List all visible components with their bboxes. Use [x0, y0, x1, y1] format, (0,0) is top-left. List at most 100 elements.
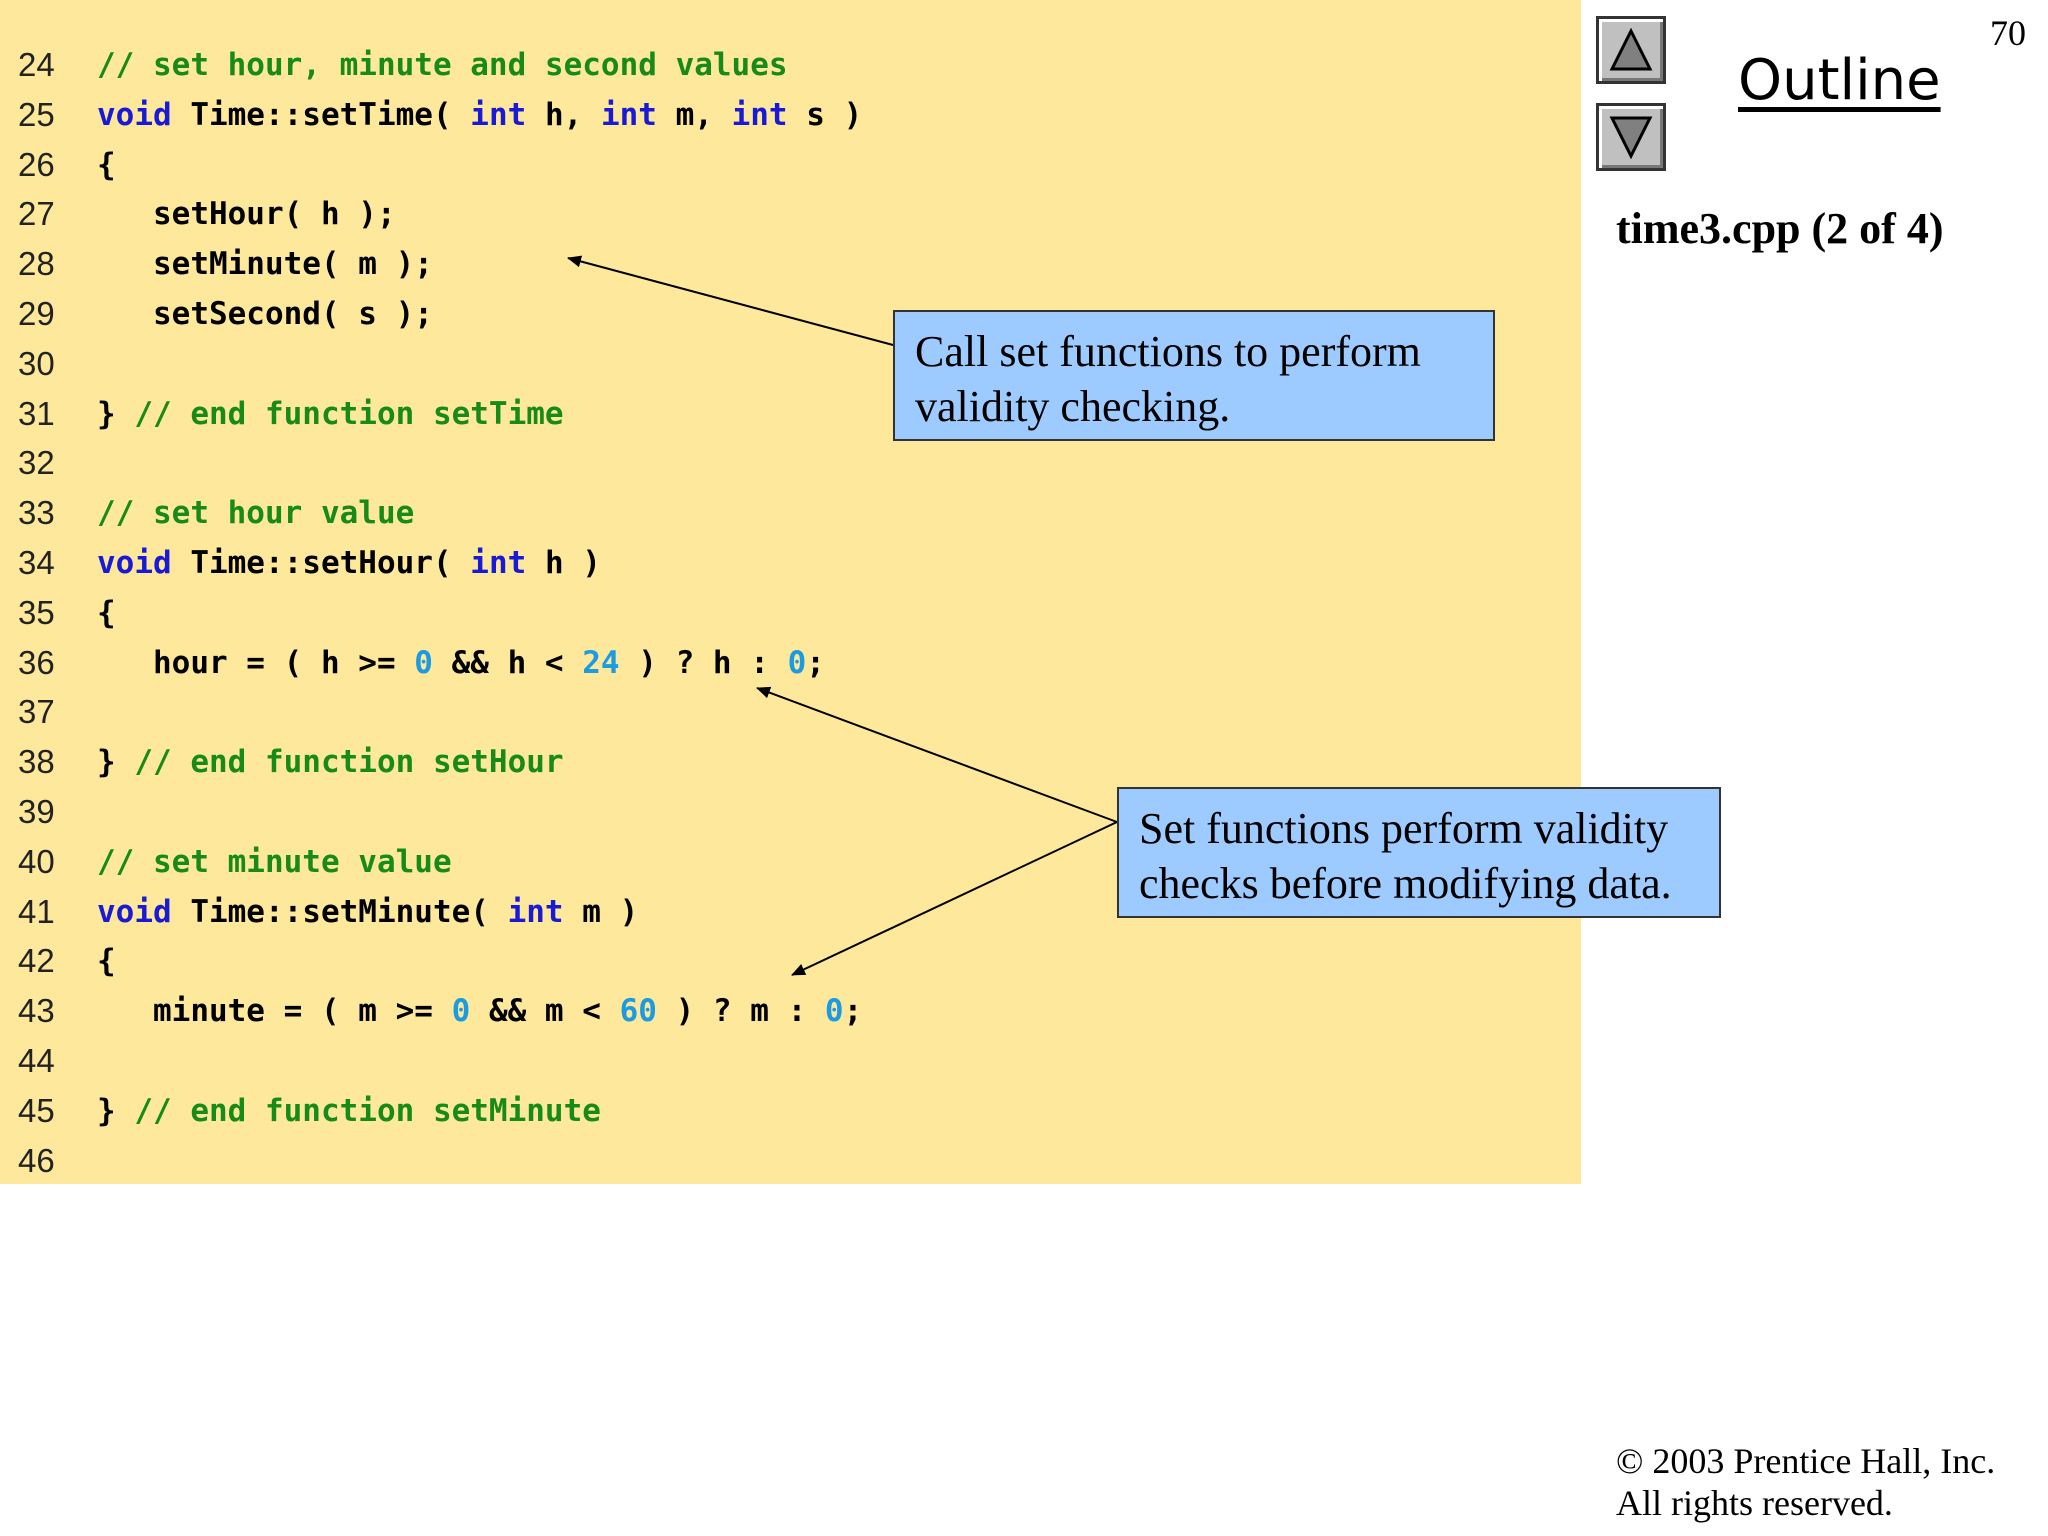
line-number: 27	[18, 195, 55, 233]
code-text: setMinute( m );	[97, 246, 433, 282]
code-line: 30	[0, 339, 1581, 389]
code-token: ;	[806, 644, 825, 681]
next-slide-button[interactable]	[1596, 103, 1666, 171]
line-number: 36	[18, 643, 55, 681]
code-text: } // end function setMinute	[97, 1093, 601, 1129]
code-text: {	[97, 943, 116, 979]
code-line: 37	[0, 687, 1581, 737]
line-number: 43	[18, 992, 55, 1030]
code-text: // set hour value	[97, 495, 414, 531]
code-line: 44	[0, 1036, 1581, 1086]
code-line: 38} // end function setHour	[0, 737, 1581, 787]
code-line: 39	[0, 787, 1581, 837]
line-number: 38	[18, 743, 55, 781]
code-number: 0	[451, 993, 471, 1030]
code-token: hour = ( h >=	[97, 644, 415, 681]
code-text: void Time::setTime( int h, int m, int s …	[97, 97, 862, 133]
line-number: 26	[18, 145, 55, 183]
line-number: 28	[18, 245, 55, 283]
code-keyword: void	[97, 96, 172, 133]
code-line: 28 setMinute( m );	[0, 239, 1581, 289]
code-keyword: int	[470, 96, 527, 133]
code-comment: // set hour value	[97, 495, 415, 532]
page-number: 70	[1990, 13, 2026, 53]
code-line: 35{	[0, 588, 1581, 638]
code-keyword: int	[507, 893, 564, 930]
code-keyword: void	[97, 545, 172, 581]
code-line: 32	[0, 438, 1581, 488]
code-keyword: int	[470, 545, 527, 581]
code-text: setHour( h );	[97, 196, 396, 232]
line-number: 34	[18, 544, 55, 581]
code-keyword: void	[97, 893, 172, 930]
line-number: 37	[18, 693, 55, 731]
line-number: 24	[18, 46, 55, 83]
code-comment: // end function setHour	[134, 744, 564, 781]
code-token: {	[97, 943, 116, 980]
code-token: m,	[656, 96, 732, 133]
code-line: 24// set hour, minute and second values	[0, 40, 1581, 90]
line-number: 46	[18, 1141, 55, 1179]
code-line: 33// set hour value	[0, 488, 1581, 538]
code-line: 31} // end function setTime	[0, 389, 1581, 439]
code-text: void Time::setHour( int h )	[97, 545, 601, 581]
code-line: 36 hour = ( h >= 0 && h < 24 ) ? h : 0;	[0, 638, 1581, 688]
outline-link[interactable]: Outline	[1738, 48, 1941, 113]
code-token: h )	[526, 545, 601, 581]
code-text: setSecond( s );	[97, 296, 433, 332]
line-number: 25	[18, 95, 55, 133]
line-number: 42	[18, 942, 55, 980]
code-token: {	[97, 146, 116, 183]
code-token: Time::setTime(	[171, 96, 471, 133]
code-token: setSecond( s );	[97, 296, 433, 332]
callout-line: Call set functions to perform	[915, 327, 1421, 376]
line-number: 41	[18, 892, 55, 930]
previous-slide-button[interactable]	[1596, 16, 1666, 84]
code-token: }	[97, 744, 135, 781]
code-text: {	[97, 595, 116, 631]
code-token: minute = ( m >=	[97, 993, 452, 1030]
triangle-up-icon	[1609, 28, 1653, 71]
callout-set-functions: Set functions perform validity checks be…	[1117, 787, 1721, 918]
copyright-line: © 2003 Prentice Hall, Inc.	[1616, 1441, 1996, 1481]
code-line: 46	[0, 1136, 1581, 1186]
code-token: ) ? h :	[619, 644, 788, 681]
copyright-line: All rights reserved.	[1616, 1483, 1893, 1523]
code-token: h,	[526, 96, 601, 133]
callout-line: checks before modifying data.	[1139, 859, 1672, 908]
code-line: 34 void Time::setHour( int h )	[0, 538, 1581, 588]
line-number: 45	[18, 1091, 55, 1129]
line-number: 31	[18, 394, 55, 432]
callout-line: validity checking.	[915, 382, 1231, 431]
code-token: }	[97, 395, 135, 432]
code-text: hour = ( h >= 0 && h < 24 ) ? h : 0;	[97, 645, 825, 681]
callout-line: Set functions perform validity	[1139, 804, 1669, 853]
code-number: 0	[824, 993, 844, 1030]
line-number: 44	[18, 1042, 55, 1079]
callout-validity-checking: Call set functions to perform validity c…	[893, 310, 1495, 441]
code-token: Time::setMinute(	[171, 893, 508, 930]
code-keyword: int	[731, 96, 788, 133]
triangle-down-icon	[1609, 116, 1653, 159]
code-token: s )	[787, 96, 863, 133]
code-token: setHour( h );	[97, 196, 396, 233]
code-token: && h <	[432, 644, 583, 681]
copyright-notice: © 2003 Prentice Hall, Inc. All rights re…	[1616, 1440, 1995, 1524]
code-token: m )	[563, 893, 639, 930]
code-token: && m <	[470, 993, 620, 1030]
code-comment: // end function setTime	[134, 395, 564, 432]
code-comment: // end function setMinute	[134, 1092, 601, 1129]
code-keyword: int	[600, 96, 657, 133]
code-token: {	[97, 594, 116, 631]
code-line: 29 setSecond( s );	[0, 289, 1581, 339]
line-number: 39	[18, 793, 55, 830]
code-text: {	[97, 147, 116, 183]
code-text: } // end function setTime	[97, 396, 564, 432]
file-title: time3.cpp (2 of 4)	[1616, 204, 1944, 253]
code-token: ) ? m :	[656, 993, 825, 1030]
code-number: 24	[582, 644, 620, 681]
code-line: 26 {	[0, 140, 1581, 190]
code-token: Time::setHour(	[171, 545, 471, 581]
code-token: setMinute( m );	[97, 246, 433, 283]
